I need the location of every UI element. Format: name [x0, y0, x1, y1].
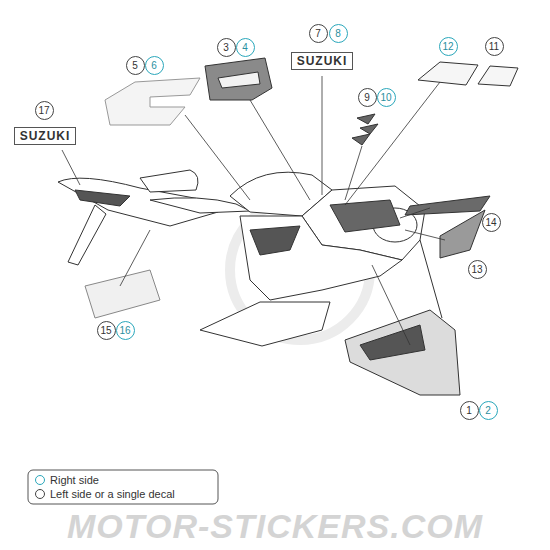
- brand-decal: SUZUKI: [291, 52, 354, 70]
- callout-number: 13: [468, 260, 487, 279]
- callout-number: 8: [329, 24, 348, 43]
- watermark: MOTOR-STICKERS.COM: [67, 507, 483, 546]
- callout-number: 10: [377, 88, 396, 107]
- callout-number: 1: [460, 401, 479, 420]
- callout-number: 2: [479, 401, 498, 420]
- callout-number: 17: [35, 101, 54, 120]
- callout-number: 7: [309, 24, 328, 43]
- legend-text: Right side: [50, 474, 99, 486]
- brand-decal: SUZUKI: [14, 127, 77, 145]
- decal-shapes: [85, 58, 518, 395]
- callout-number: 6: [145, 56, 164, 75]
- legend-frame: [28, 470, 218, 504]
- callout-number: 12: [439, 37, 458, 56]
- callout-number: 15: [97, 321, 116, 340]
- bike-outline: [58, 170, 442, 346]
- legend-text: Left side or a single decal: [50, 488, 175, 500]
- callout-number: 16: [116, 321, 135, 340]
- callout-number: 4: [236, 38, 255, 57]
- legend-sample-left: [36, 490, 45, 499]
- callout-number: 3: [217, 38, 236, 57]
- legend-sample-right: [36, 476, 45, 485]
- leader-lines: [62, 76, 445, 345]
- callout-number: 5: [126, 56, 145, 75]
- callout-number: 14: [482, 213, 501, 232]
- callout-number: 9: [358, 88, 377, 107]
- callout-number: 11: [485, 37, 504, 56]
